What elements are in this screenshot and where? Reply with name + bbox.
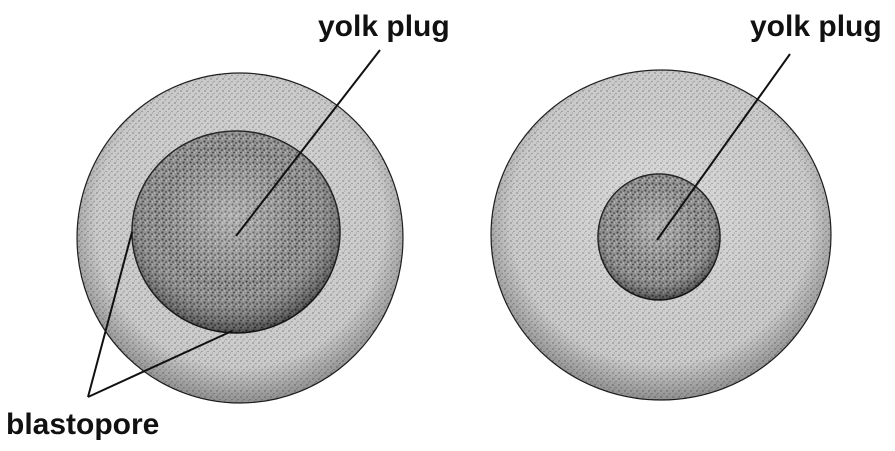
left-embryo bbox=[77, 73, 403, 403]
left-yolk-plug-label: yolk plug bbox=[318, 10, 450, 43]
right-yolk-plug-label: yolk plug bbox=[750, 10, 882, 43]
blastopore-label: blastopore bbox=[6, 408, 159, 441]
